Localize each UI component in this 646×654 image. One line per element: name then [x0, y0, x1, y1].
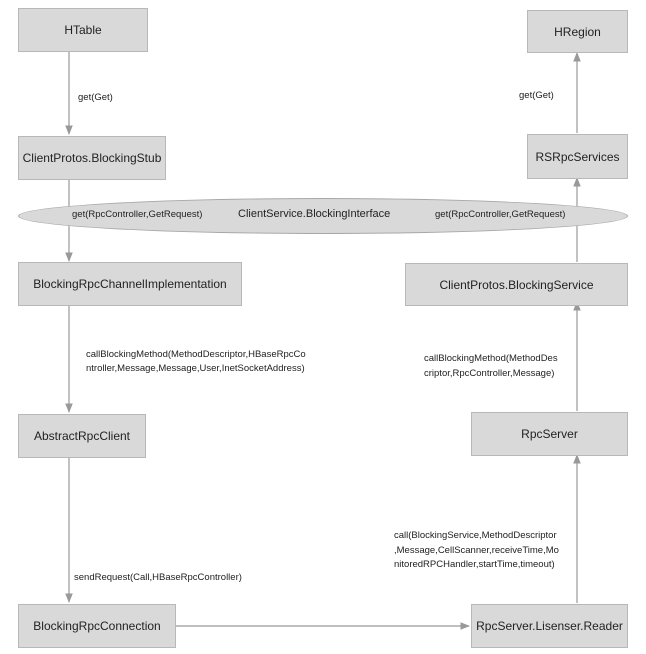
label-channel-to-abstract-line2: ntroller,Message,Message,User,InetSocket…	[86, 363, 305, 374]
label-rpcserver-to-service-line1: callBlockingMethod(MethodDes	[424, 353, 558, 364]
node-rpc-server-reader-label: RpcServer.Lisenser.Reader	[476, 619, 623, 633]
node-blocking-stub: ClientProtos.BlockingStub	[18, 136, 166, 180]
interface-ellipse	[18, 198, 628, 234]
label-htable-to-stub: get(Get)	[78, 92, 113, 103]
node-blocking-stub-label: ClientProtos.BlockingStub	[22, 151, 162, 165]
node-blocking-service-label: ClientProtos.BlockingService	[439, 277, 594, 292]
node-htable: HTable	[18, 8, 148, 52]
interface-name: ClientService.BlockingInterface	[238, 208, 391, 220]
node-abstract-rpc-client-label: AbstractRpcClient	[33, 429, 131, 443]
node-blocking-service: ClientProtos.BlockingService	[405, 263, 628, 306]
label-rpcserver-to-service-line2: criptor,RpcController,Message)	[424, 368, 555, 379]
node-rpc-server-label: RpcServer	[521, 427, 578, 441]
node-hregion-label: HRegion	[554, 24, 601, 39]
label-reader-to-rpcserver-line2: ,Message,CellScanner,receiveTime,Mo	[394, 545, 559, 556]
node-rpc-channel-label: BlockingRpcChannelImplementation	[33, 277, 227, 291]
node-hregion: HRegion	[527, 10, 628, 53]
node-rpc-server-reader: RpcServer.Lisenser.Reader	[471, 604, 628, 648]
label-abstract-to-connection: sendRequest(Call,HBaseRpcController)	[74, 572, 242, 583]
node-rpc-channel: BlockingRpcChannelImplementation	[18, 262, 242, 306]
node-abstract-rpc-client: AbstractRpcClient	[18, 414, 146, 458]
interface-left-method: get(RpcController,GetRequest)	[72, 209, 203, 220]
node-rsrpc-services-label: RSRpcServices	[535, 149, 620, 164]
label-rsrpc-to-hregion: get(Get)	[519, 90, 554, 101]
node-htable-label: HTable	[64, 23, 102, 37]
node-blocking-rpc-connection: BlockingRpcConnection	[18, 604, 176, 648]
label-reader-to-rpcserver-line1: call(BlockingService,MethodDescriptor	[394, 530, 557, 541]
label-channel-to-abstract-line1: callBlockingMethod(MethodDescriptor,HBas…	[86, 349, 306, 360]
interface-right-method: get(RpcController,GetRequest)	[435, 209, 566, 220]
label-reader-to-rpcserver-line3: nitoredRPCHandler,startTime,timeout)	[394, 559, 555, 570]
node-rsrpc-services: RSRpcServices	[527, 134, 628, 179]
node-rpc-server: RpcServer	[471, 412, 628, 456]
node-blocking-rpc-connection-label: BlockingRpcConnection	[33, 619, 161, 633]
